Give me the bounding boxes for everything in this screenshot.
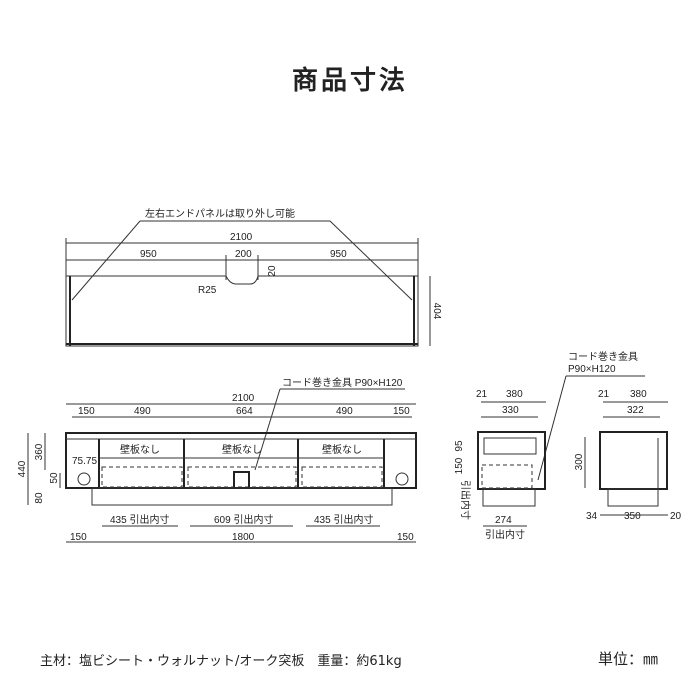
bottom-dim: 150	[397, 532, 414, 543]
offset: 21	[598, 389, 610, 400]
drawer-depth: 274	[495, 515, 512, 526]
bottom-dim: 1800	[232, 532, 255, 543]
side-section-a: コード巻き金具 P90×H120 21 380 330 95 150 引出内寸 …	[454, 350, 645, 541]
cord-note: コード巻き金具 P90×H120	[282, 376, 403, 389]
drawer-inner: 435 引出内寸	[314, 513, 373, 526]
page-title: 商品寸法	[291, 66, 408, 96]
cord-note-2: P90×H120	[568, 364, 616, 375]
unit-label: 単位：㎜	[598, 650, 659, 668]
front-width: 2100	[232, 393, 255, 404]
notch-depth: 20	[267, 265, 278, 277]
segment-dim: 150	[393, 406, 410, 417]
no-back-panel: 壁板なし	[120, 443, 160, 456]
offset: 21	[476, 389, 488, 400]
plan-left: 950	[140, 249, 157, 260]
cord-note-1: コード巻き金具	[568, 350, 638, 363]
right-dim: 20	[670, 511, 682, 522]
material-weight-note: 主材：塩ビシート・ウォルナット/オーク突板 重量：約61kg	[40, 654, 402, 669]
inner-width: 322	[627, 405, 644, 416]
segment-dims: 150 490 664 490 150	[78, 406, 410, 417]
height-hole: 50	[49, 472, 60, 484]
drawer-height: 150	[454, 457, 465, 474]
hole-offset: 75.75	[72, 456, 97, 467]
segment-dim: 490	[134, 406, 151, 417]
depth: 380	[506, 389, 523, 400]
front-view: コード巻き金具 P90×H120 2100 150 490 664 490 15…	[17, 376, 417, 543]
removable-panel-note: 左右エンドパネルは取り外し可能	[145, 207, 295, 220]
no-back-panel: 壁板なし	[222, 443, 262, 456]
plan-width: 2100	[230, 232, 253, 243]
plan-depth: 404	[431, 303, 442, 320]
segment-dim: 664	[236, 406, 253, 417]
plan-view: 左右エンドパネルは取り外し可能 2100 950 200 950 20 R25 …	[65, 207, 442, 347]
plan-center: 200	[235, 249, 252, 260]
depth: 380	[630, 389, 647, 400]
middle-dim: 350	[624, 511, 641, 522]
no-back-panel: 壁板なし	[322, 443, 362, 456]
left-dim: 34	[586, 511, 598, 522]
inner-width: 330	[502, 405, 519, 416]
notch-radius: R25	[198, 285, 217, 296]
segment-dim: 150	[78, 406, 95, 417]
drawer-depth-label: 引出内寸	[485, 528, 525, 541]
top-height: 95	[454, 440, 465, 452]
plan-right: 950	[330, 249, 347, 260]
height-body: 360	[34, 443, 45, 460]
height: 300	[574, 453, 585, 470]
height-total: 440	[17, 460, 28, 477]
segment-dim: 490	[336, 406, 353, 417]
drawer-height-label: 引出内寸	[459, 480, 472, 520]
drawer-inner: 435 引出内寸	[110, 513, 169, 526]
side-section-b: 21 380 322 300 34 350 20	[574, 389, 682, 522]
height-base: 80	[34, 492, 45, 504]
bottom-dim: 150	[70, 532, 87, 543]
drawer-inner: 609 引出内寸	[214, 513, 273, 526]
